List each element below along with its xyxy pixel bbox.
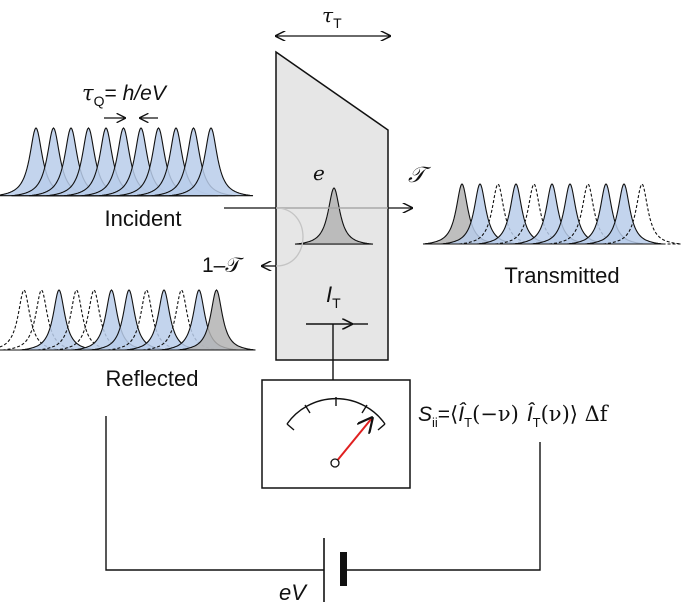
reflected-pulse-gray: [177, 289, 256, 351]
reflected-pulse: [19, 289, 99, 351]
transmitted-pulse-dashed: [602, 183, 682, 245]
electron-pulse: [294, 187, 374, 245]
incident-pulse: [168, 127, 254, 197]
incident-label: Incident: [104, 206, 181, 231]
reflection-coefficient: 1–𝒯: [202, 254, 244, 277]
transmission-coefficient: 𝒯: [408, 163, 432, 188]
transmitted-pulse: [584, 183, 664, 245]
transmitted-label: Transmitted: [504, 263, 619, 288]
meter-pivot: [330, 458, 340, 468]
battery-short-plate: [340, 552, 347, 586]
reflection-curve: [275, 207, 304, 267]
transmitted-pulse-train: [422, 183, 682, 245]
ammeter: [261, 379, 411, 489]
battery-label: eV: [279, 580, 308, 604]
tau-q-label: τQ= h/eV: [82, 81, 168, 109]
tau-t-label: τT: [322, 3, 342, 31]
electron-pulse-shape: [294, 187, 374, 245]
meter-needle: [335, 418, 372, 463]
meter-ticks: [286, 397, 386, 431]
wire-left: [105, 416, 324, 571]
reflected-label: Reflected: [106, 366, 199, 391]
reflected-pulse-train: [0, 289, 256, 351]
electron-label: e: [313, 161, 325, 185]
incident-pulse-train: [0, 127, 254, 197]
wire-right: [346, 442, 541, 571]
noise-formula: Sii=⟨ÎT(−ν)ÎT(ν)⟩ Δf: [418, 402, 610, 430]
current-label: IT: [326, 282, 341, 311]
